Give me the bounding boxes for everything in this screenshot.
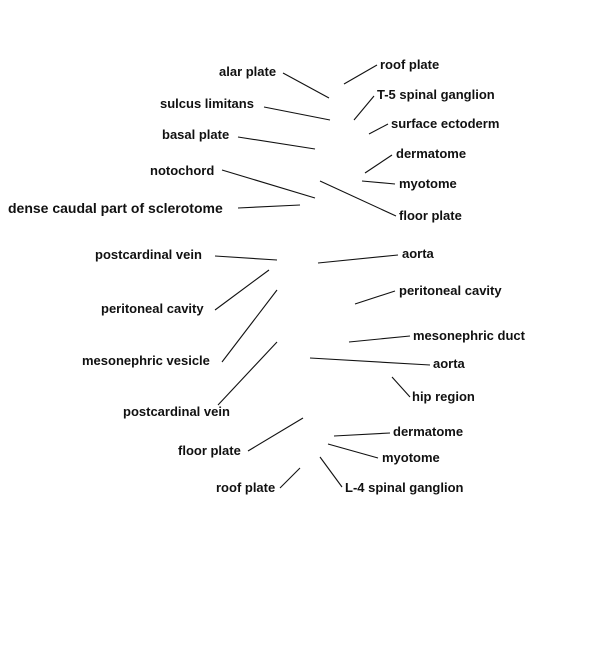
leader-aorta-upper [317,254,399,264]
leader-aorta-lower [309,357,431,366]
leader-alar-plate [282,72,330,99]
label-dermatome-upper: dermatome [396,146,467,161]
leader-peritoneal-cavity-left [214,269,270,311]
leader-floor-plate-upper [319,180,397,217]
label-roof-plate-lower: roof plate [216,480,276,495]
leader-notochord [221,169,316,199]
leader-floor-plate-lower [247,417,304,452]
label-myotome-upper: myotome [399,176,457,191]
label-peritoneal-cavity-right: peritoneal cavity [399,283,502,298]
label-peritoneal-cavity-left: peritoneal cavity [101,301,204,316]
leader-basal-plate [237,136,316,150]
label-surface-ectoderm: surface ectoderm [391,116,500,131]
label-mesonephric-vesicle: mesonephric vesicle [82,353,210,368]
label-roof-plate-upper: roof plate [380,57,440,72]
label-mesonephric-duct: mesonephric duct [413,328,525,343]
label-floor-plate-upper: floor plate [399,208,462,223]
label-l4-spinal-ganglion: L-4 spinal ganglion [345,480,464,495]
leader-hip-region [391,376,411,398]
leader-t5-spinal-ganglion [353,95,375,121]
label-alar-plate: alar plate [219,64,277,79]
leader-myotome-lower [327,443,379,459]
leader-surface-ectoderm [368,123,389,135]
leader-peritoneal-cavity-right [354,290,396,305]
leader-roof-plate-upper [343,64,378,85]
label-dense-caudal-part-of-sclerotome: dense caudal part of sclerotome [8,200,223,216]
label-postcardinal-vein-upper: postcardinal vein [95,247,202,262]
leader-dermatome-lower [333,432,391,437]
leader-mesonephric-vesicle [221,289,278,363]
label-dermatome-lower: dermatome [393,424,464,439]
label-hip-region: hip region [412,389,475,404]
leader-dermatome-upper [364,154,393,174]
leader-mesonephric-duct [348,335,411,343]
leader-roof-plate-lower [279,467,301,489]
leader-l4-spinal-ganglion [319,456,343,488]
label-notochord: notochord [150,163,215,178]
label-basal-plate: basal plate [162,127,230,142]
label-t5-spinal-ganglion: T-5 spinal ganglion [377,87,495,102]
label-sulcus-limitans: sulcus limitans [160,96,254,111]
label-postcardinal-vein-lower: postcardinal vein [123,404,230,419]
leader-myotome-upper [361,180,396,185]
label-myotome-lower: myotome [382,450,440,465]
leader-postcardinal-vein-upper [214,255,278,261]
label-aorta-upper: aorta [402,246,434,261]
label-aorta-lower: aorta [433,356,465,371]
leader-sulcus-limitans [263,106,331,121]
leader-postcardinal-vein-lower [217,341,278,406]
label-floor-plate-lower: floor plate [178,443,241,458]
leader-dense-caudal-sclerotome [237,204,301,209]
